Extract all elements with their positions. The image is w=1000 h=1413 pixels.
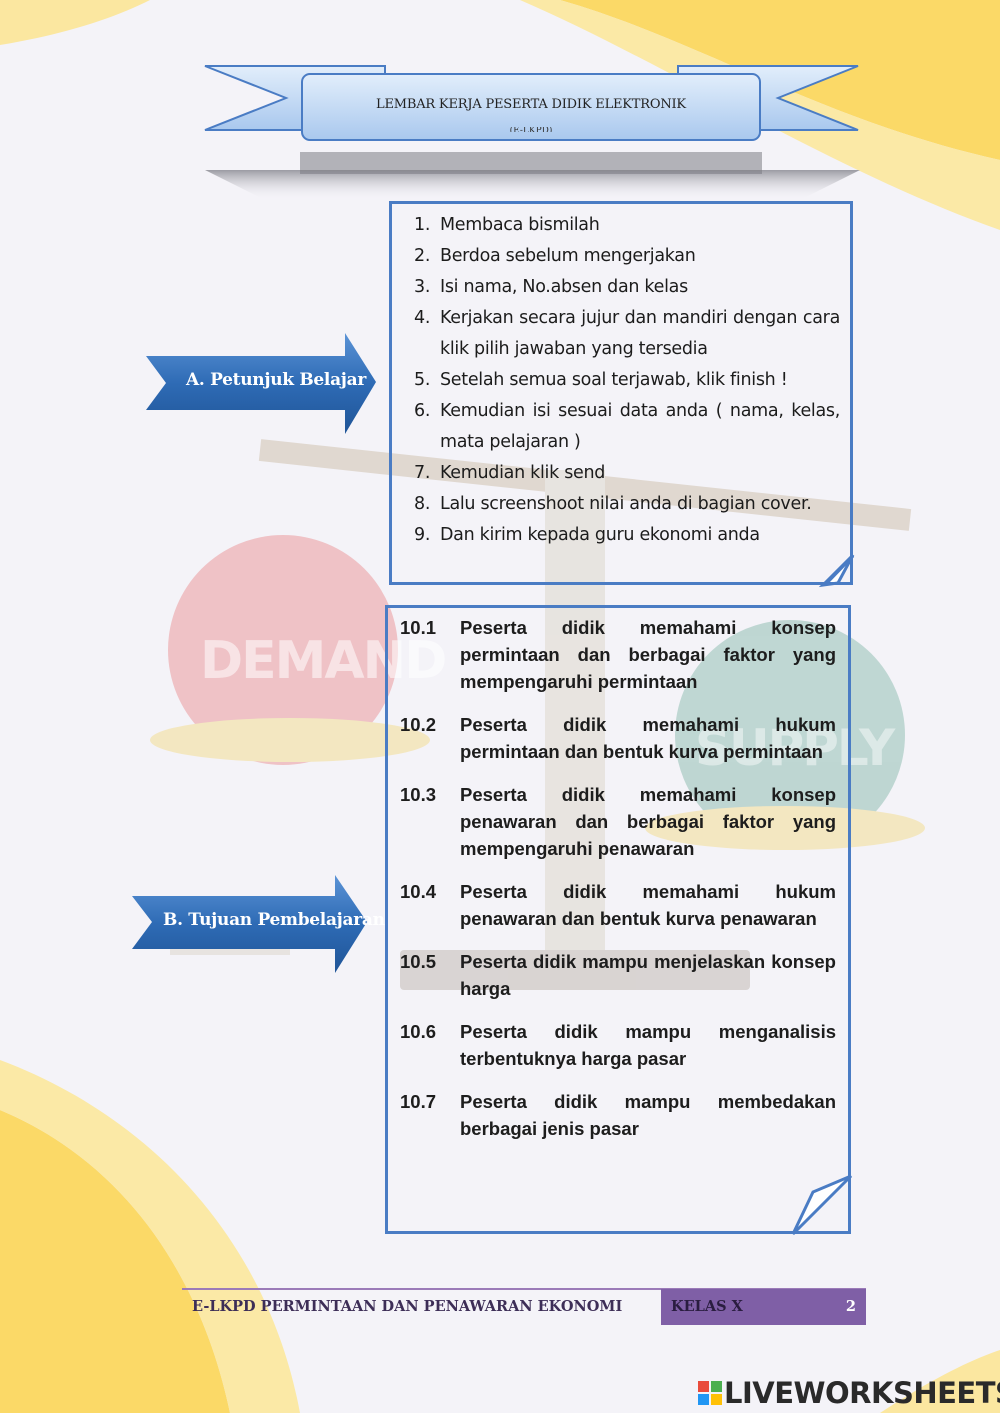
instruction-number: 8. — [414, 494, 431, 514]
objectives-box — [385, 605, 851, 1234]
liveworksheets-logo-text: LIVEWORKSHEETS — [724, 1376, 1000, 1410]
objective-number: 10.6 — [400, 1021, 437, 1042]
instruction-item: 5. Setelah semua soal terjawab, klik fini… — [414, 365, 840, 396]
objective-number: 10.2 — [400, 714, 437, 735]
footer-divider — [182, 1288, 866, 1290]
objective-item: 10.1 Peserta didik memahami konsep permin… — [400, 614, 836, 695]
section-b-label: B. Tujuan Pembelajaran — [163, 910, 385, 930]
footer-title: E-LKPD PERMINTAAN DAN PENAWARAN EKONOMI — [192, 1298, 623, 1315]
objective-text: Peserta didik memahami hukum penawaran d… — [460, 881, 836, 929]
section-a-label: A. Petunjuk Belajar — [186, 370, 367, 390]
instruction-text: Kemudian klik send — [440, 463, 606, 483]
footer-page-number: 2 — [845, 1298, 856, 1315]
instruction-number: 1. — [414, 215, 431, 235]
instruction-number: 3. — [414, 277, 431, 297]
objective-number: 10.1 — [400, 617, 437, 638]
instruction-text: Kemudian isi sesuai data anda ( nama, ke… — [440, 401, 840, 452]
objective-item: 10.2 Peserta didik memahami hukum permint… — [400, 711, 836, 765]
yellow-swirl-bottom-left-light — [0, 1060, 300, 1413]
ribbon-shadow — [205, 170, 860, 200]
objective-text: Peserta didik memahami konsep penawaran … — [460, 784, 836, 859]
instruction-number: 5. — [414, 370, 431, 390]
instruction-number: 6. — [414, 401, 431, 421]
yellow-swirl-bottom-left — [0, 1110, 230, 1413]
instruction-item: 4. Kerjakan secara jujur dan mandiri deng… — [414, 303, 840, 365]
objective-item: 10.5 Peserta didik mampu menjelaskan kons… — [400, 948, 836, 1002]
instructions-box — [389, 201, 853, 585]
instruction-item: 1. Membaca bismilah — [414, 210, 840, 241]
objective-number: 10.4 — [400, 881, 437, 902]
objective-item: 10.6 Peserta didik mampu menganalisis ter… — [400, 1018, 836, 1072]
objective-item: 10.7 Peserta didik mampu membedakan berba… — [400, 1088, 836, 1142]
instruction-text: Membaca bismilah — [440, 215, 600, 235]
objective-text: Peserta didik mampu menganalisis terbent… — [460, 1021, 836, 1069]
objective-number: 10.5 — [400, 951, 437, 972]
yellow-swirl-top-left — [0, 0, 150, 45]
objectives-list: 10.1 Peserta didik memahami konsep permin… — [400, 614, 836, 1142]
objective-number: 10.3 — [400, 784, 437, 805]
liveworksheets-logo-icon — [698, 1381, 722, 1405]
instruction-item: 8. Lalu screenshoot nilai anda di bagian … — [414, 489, 840, 520]
instruction-item: 2. Berdoa sebelum mengerjakan — [414, 241, 840, 272]
instruction-text: Setelah semua soal terjawab, klik finish… — [440, 370, 788, 390]
footer-class-label: KELAS X — [671, 1298, 743, 1315]
instruction-item: 7. Kemudian klik send — [414, 458, 840, 489]
instruction-text: Berdoa sebelum mengerjakan — [440, 246, 696, 266]
instructions-list: 1. Membaca bismilah 2. Berdoa sebelum menge… — [414, 210, 840, 551]
objective-number: 10.7 — [400, 1091, 437, 1112]
instruction-text: Isi nama, No.absen dan kelas — [440, 277, 688, 297]
objective-item: 10.4 Peserta didik memahami hukum penawar… — [400, 878, 836, 932]
header-subtitle: (E-LKPD) — [509, 127, 553, 132]
instruction-text: Dan kirim kepada guru ekonomi anda — [440, 525, 760, 545]
instruction-item: 6. Kemudian isi sesuai data anda ( nama, … — [414, 396, 840, 458]
footer-class-bar: KELAS X 2 — [661, 1289, 866, 1325]
instruction-number: 7. — [414, 463, 431, 483]
liveworksheets-logo[interactable]: LIVEWORKSHEETS — [698, 1376, 1000, 1410]
objective-item: 10.3 Peserta didik memahami konsep penawa… — [400, 781, 836, 862]
objective-text: Peserta didik memahami konsep permintaan… — [460, 617, 836, 692]
header-title: LEMBAR KERJA PESERTA DIDIK ELEKTRONIK — [376, 97, 686, 112]
instruction-number: 9. — [414, 525, 431, 545]
objective-text: Peserta didik mampu menjelaskan konsep h… — [460, 951, 836, 999]
instruction-number: 4. — [414, 308, 431, 328]
instruction-text: Lalu screenshoot nilai anda di bagian co… — [440, 494, 812, 514]
instruction-text: Kerjakan secara jujur dan mandiri dengan… — [440, 308, 840, 359]
objective-text: Peserta didik mampu membedakan berbagai … — [460, 1091, 836, 1139]
instruction-number: 2. — [414, 246, 431, 266]
instruction-item: 9. Dan kirim kepada guru ekonomi anda — [414, 520, 840, 551]
header-ribbon: LEMBAR KERJA PESERTA DIDIK ELEKTRONIK (E… — [302, 75, 760, 139]
instruction-item: 3. Isi nama, No.absen dan kelas — [414, 272, 840, 303]
objective-text: Peserta didik memahami hukum permintaan … — [460, 714, 836, 762]
